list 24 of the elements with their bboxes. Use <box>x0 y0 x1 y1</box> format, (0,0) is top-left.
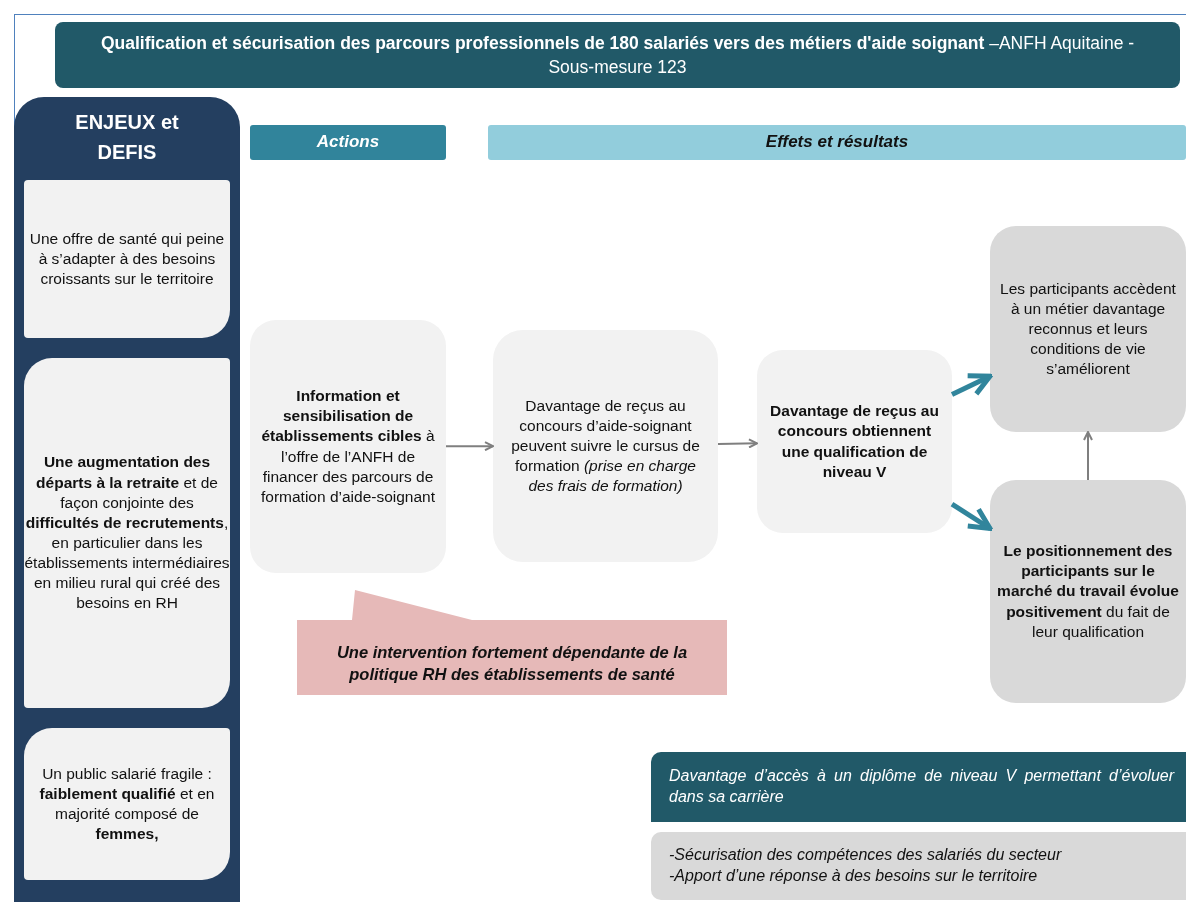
callout-text: Une intervention fortement dépendante de la politique RH des établissements de santé <box>335 642 689 685</box>
arrow <box>950 373 993 397</box>
challenge-card: Un public salarié fragile : faiblement qualifié et en majorité composé de femmes, <box>24 728 230 880</box>
title-banner: Qualification et sécurisation des parcours professionnels de 180 salariés vers des métiers d'aide soignant –ANFH Aquitaine - Sous-mesure 123 <box>55 22 1180 88</box>
column-heading: ENJEUX et DEFIS <box>74 110 180 165</box>
action-box: Information et sensibilisation de établissements cibles à l’offre de l’ANFH de financer des parcours de formation d’aide-soignant <box>250 320 446 573</box>
section-header: Effets et résultats <box>488 125 1186 160</box>
outcome-banner: Davantage d’accès à un diplôme de niveau V permettant d’évoluer dans sa carrière <box>651 752 1186 822</box>
effect-box: Davantage de reçus au concours d’aide-soignant peuvent suivre le cursus de formation (prise en charge des frais de formation) <box>493 330 718 562</box>
challenge-card: Une augmentation des départs à la retraite et de façon conjointe des difficultés de recrutements, en particulier dans les établissements intermédiaires en milieu rural qui créé des besoins en RH <box>24 358 230 708</box>
result-box: Le positionnement des participants sur le marché du travail évolue positivement du fait de leur qualification <box>990 480 1186 703</box>
arrow <box>950 502 993 531</box>
callout-box <box>297 588 727 695</box>
result-box: Les participants accèdent à un métier davantage reconnus et leurs conditions de vie s’améliorent <box>990 226 1186 432</box>
challenges-column <box>14 97 240 902</box>
bullet-text: -Sécurisation des compétences des salariés du secteur <box>669 845 1062 866</box>
outcome-panel <box>651 832 1186 900</box>
arrow <box>445 441 494 452</box>
arrow <box>717 438 758 449</box>
arrow <box>1083 431 1093 481</box>
bullet-text: -Apport d’une réponse à des besoins sur le territoire <box>669 866 1038 886</box>
section-header: Actions <box>250 125 446 160</box>
effect-box: Davantage de reçus au concours obtiennent une qualification de niveau V <box>757 350 952 533</box>
challenge-card: Une offre de santé qui peine à s’adapter à des besoins croissants sur le territoire <box>24 180 230 338</box>
